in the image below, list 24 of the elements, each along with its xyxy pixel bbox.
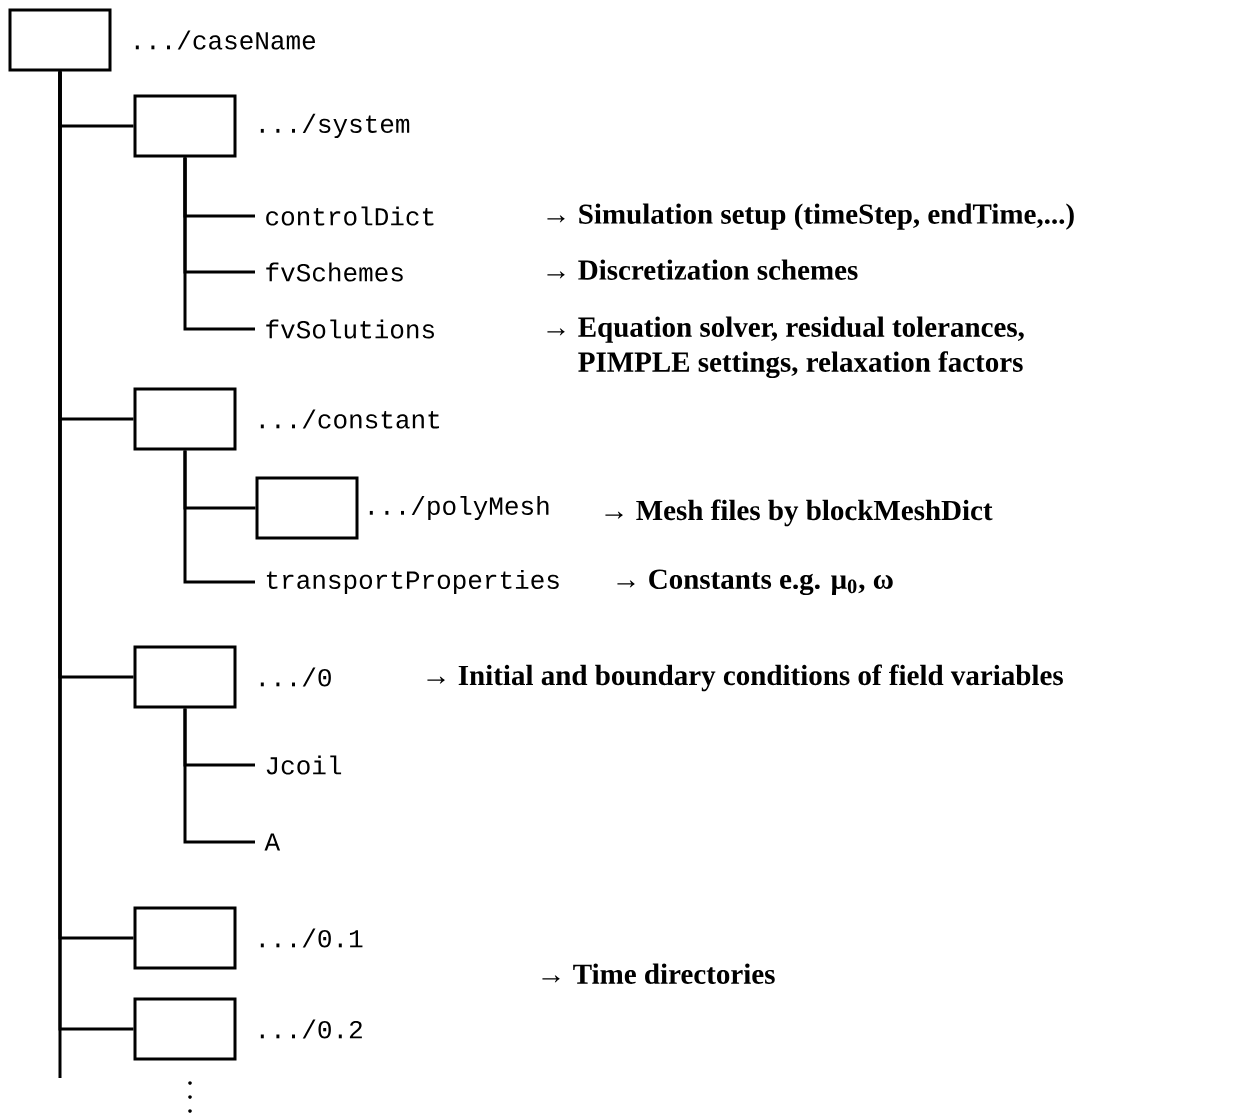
folder-path: .../system <box>260 113 410 139</box>
folder-path: .../caseName <box>135 30 315 50</box>
tree-line <box>58 71 62 1078</box>
description: → Initial and boundary conditions of field variables <box>427 664 1063 692</box>
description: → Constants e.g. μ$_{0}$, ω <box>617 569 893 596</box>
file-name: A <box>264 833 281 851</box>
description: → Equation solver, residual tolerances, PIMPLE settings, relaxation factors <box>547 316 1024 379</box>
tree-line <box>183 450 255 584</box>
file-name: transportProperties <box>266 569 559 595</box>
description: → Time directories <box>542 963 775 984</box>
folder-path: .../0.1 <box>260 928 363 948</box>
file-name: fvSchemes <box>266 262 403 282</box>
file-name: Jcoil <box>266 755 342 775</box>
file-name: controlDict <box>266 206 434 226</box>
folder-path: .../constant <box>260 409 440 429</box>
folder-path: .../polyMesh <box>369 495 549 521</box>
description: → Discretization schemes <box>547 259 858 280</box>
tree-line <box>183 157 255 331</box>
description: → Simulation setup (timeStep, endTime,...) <box>547 203 1074 230</box>
description: → Mesh files by blockMeshDict <box>605 499 993 527</box>
file-name: fvSolutions <box>266 319 434 339</box>
tree-line <box>183 708 255 844</box>
folder-path: .../0 <box>260 667 331 687</box>
folder-path: .../0.2 <box>260 1019 362 1039</box>
